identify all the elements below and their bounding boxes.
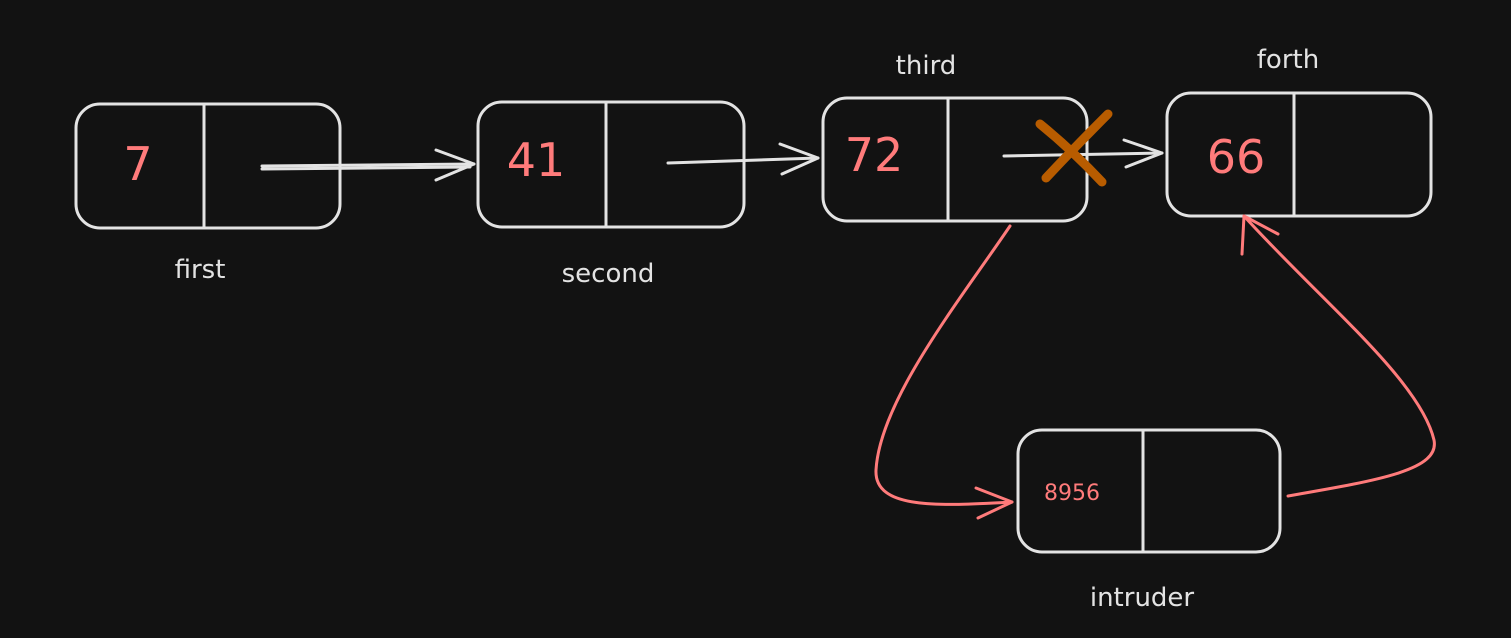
node-second-label: second <box>562 259 655 289</box>
node-first-value: 7 <box>123 137 152 191</box>
arrow-second-to-third <box>666 142 820 176</box>
node-intruder-value: 8956 <box>1044 481 1100 506</box>
arrow-third-to-forth <box>1002 138 1164 169</box>
node-forth-box <box>1165 91 1433 218</box>
arrow-first-to-second <box>260 148 476 182</box>
node-forth-value: 66 <box>1207 130 1266 184</box>
node-forth-label: forth <box>1257 45 1319 75</box>
node-intruder-box <box>1016 428 1282 554</box>
node-second: 41 second <box>476 100 746 289</box>
node-second-value: 41 <box>507 133 566 187</box>
node-first-label: first <box>175 255 226 285</box>
arrow-intruder-to-forth <box>1240 214 1436 498</box>
node-third-label: third <box>896 51 957 81</box>
node-second-box <box>476 100 746 229</box>
node-third-value: 72 <box>845 128 904 182</box>
node-third-box <box>821 96 1089 223</box>
node-third: 72 third <box>821 51 1089 223</box>
node-first: 7 first <box>74 102 342 285</box>
node-intruder: 8956 intruder <box>1016 428 1282 613</box>
node-intruder-label: intruder <box>1090 583 1195 613</box>
node-forth: 66 forth <box>1165 45 1433 218</box>
arrow-third-to-intruder <box>874 224 1014 520</box>
cross-icon <box>1035 109 1113 187</box>
